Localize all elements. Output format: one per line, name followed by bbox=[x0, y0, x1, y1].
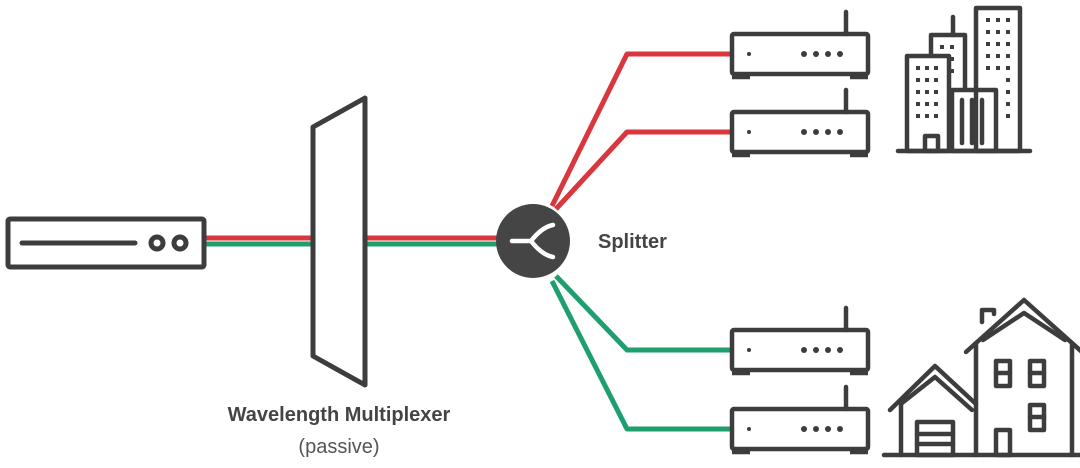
multiplexer-label: Wavelength Multiplexer bbox=[228, 404, 451, 426]
splitter-label: Splitter bbox=[598, 231, 667, 253]
olt-device-icon bbox=[5, 216, 207, 270]
red-line-to-onu-1 bbox=[549, 51, 732, 208]
house-with-garage-icon bbox=[881, 297, 1080, 458]
red-line-to-onu-2 bbox=[554, 129, 732, 211]
multiplexer-sublabel: (passive) bbox=[298, 436, 379, 458]
wavelength-multiplexer-icon bbox=[310, 95, 368, 388]
onu-router-icon bbox=[729, 9, 871, 80]
onu-router-icon bbox=[729, 87, 871, 158]
onu-router-icon bbox=[729, 305, 871, 376]
green-line-to-onu-4 bbox=[549, 279, 732, 432]
red-fiber-lines bbox=[204, 51, 732, 241]
office-buildings-icon bbox=[895, 5, 1033, 154]
splitter-icon bbox=[496, 204, 570, 278]
green-line-to-onu-3 bbox=[554, 274, 732, 353]
green-fiber-lines bbox=[204, 241, 732, 432]
onu-router-icon bbox=[729, 384, 871, 455]
